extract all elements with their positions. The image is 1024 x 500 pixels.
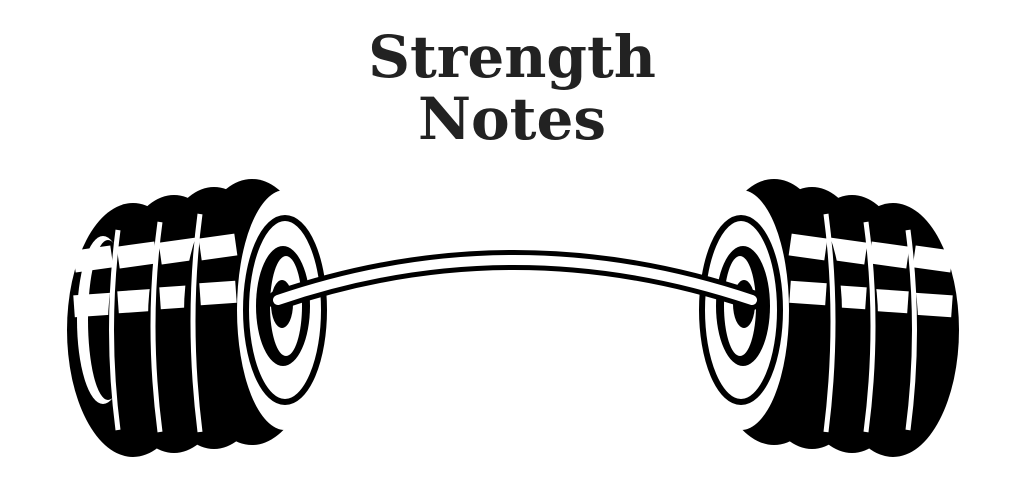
right-plates (693, 179, 959, 457)
left-plate-face (237, 190, 333, 430)
app-title-line1: Strength (368, 23, 656, 91)
right-plate-face (693, 190, 789, 430)
app-title: Strength Notes (0, 26, 1024, 150)
app-title-line2: Notes (417, 85, 607, 153)
barbell-bar (268, 250, 762, 310)
left-plates (67, 179, 333, 457)
